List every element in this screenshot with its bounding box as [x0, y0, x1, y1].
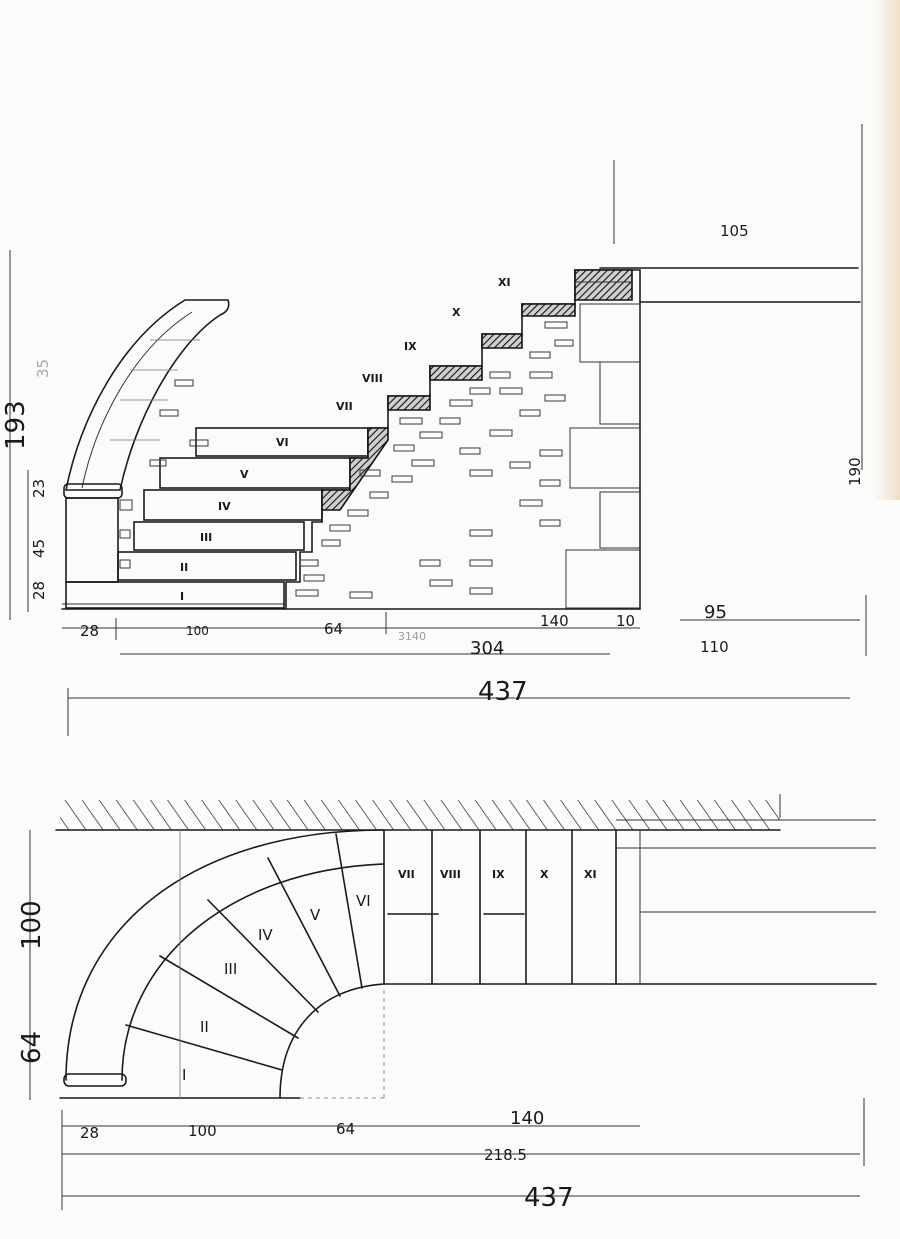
dim-110: 110 [700, 638, 729, 656]
stair-masonry [119, 269, 641, 610]
step-IV [143, 489, 323, 521]
step-III [133, 521, 305, 551]
plan-dim-64-b: 64 [336, 1120, 355, 1138]
newel-end [63, 1073, 127, 1087]
faint-3140: 3140 [398, 630, 426, 643]
step-I [65, 581, 285, 609]
middle-arc [121, 863, 385, 1081]
elevation-view: 193 23 45 28 35 105 190 28 100 64 304 31… [1, 124, 867, 736]
dim-28: 28 [80, 622, 99, 640]
plan-label-I: I [182, 1066, 186, 1084]
curved-handrail [63, 299, 230, 583]
dim-28-left: 28 [30, 581, 48, 600]
step-label-IV: IV [218, 500, 231, 513]
step-label-II: II [180, 561, 188, 574]
dim-304: 304 [470, 638, 504, 659]
step-label-XI: XI [498, 276, 511, 289]
step-label-I: I [180, 590, 184, 603]
plan-dim-28: 28 [80, 1124, 99, 1142]
plan-label-VI: VI [356, 892, 371, 910]
step-label-IX: IX [404, 340, 417, 353]
dim-64: 64 [324, 620, 343, 638]
plan-dim-437: 437 [524, 1183, 574, 1213]
brick-pattern [119, 321, 574, 599]
plan-dim-100: 100 [17, 900, 47, 950]
straight-steps [383, 829, 641, 985]
plan-view: I II III IV V VI VII VIII IX X XI 100 64… [17, 794, 877, 1213]
dim-23: 23 [30, 479, 48, 498]
step-label-VIII: VIII [362, 372, 383, 385]
elevation-step-labels: I II III IV V VI VII VIII IX X XI [180, 276, 511, 603]
plan-label-IX: IX [492, 868, 505, 881]
dim-140: 140 [540, 612, 569, 630]
wall-hatching [60, 800, 780, 830]
plan-dim-140: 140 [510, 1108, 544, 1129]
plan-dim-218-5: 218.5 [484, 1146, 527, 1164]
inner-arc [279, 983, 385, 1099]
step-label-III: III [200, 531, 212, 544]
dim-45: 45 [30, 539, 48, 558]
faint-35: 35 [34, 359, 52, 378]
plan-label-VIII: VIII [440, 868, 461, 881]
plan-label-XI: XI [584, 868, 597, 881]
winder-lines [125, 833, 363, 1071]
dim-193: 193 [1, 400, 31, 450]
plan-dim-100-b: 100 [188, 1122, 217, 1140]
dim-437-elevation: 437 [478, 677, 528, 707]
dim-10: 10 [616, 612, 635, 630]
plan-label-IV: IV [258, 926, 273, 944]
dim-190: 190 [846, 457, 864, 486]
outer-arc [65, 829, 385, 1081]
dim-100: 100 [186, 624, 209, 638]
plan-label-X: X [540, 868, 549, 881]
plan-label-II: II [200, 1018, 209, 1036]
step-label-V: V [240, 468, 249, 481]
dim-95: 95 [704, 602, 727, 623]
step-label-X: X [452, 306, 461, 319]
plan-dim-64: 64 [17, 1031, 47, 1064]
plan-label-III: III [224, 960, 237, 978]
step-label-VII: VII [336, 400, 353, 413]
step-II [117, 551, 297, 581]
plan-step-labels: I II III IV V VI VII VIII IX X XI [182, 868, 597, 1084]
dim-105: 105 [720, 222, 749, 240]
step-label-VI: VI [276, 436, 289, 449]
paper-stain [874, 0, 900, 500]
plan-label-V: V [310, 906, 321, 924]
step-V [159, 457, 355, 489]
plan-label-VII: VII [398, 868, 415, 881]
quoin-blocks [565, 303, 641, 609]
